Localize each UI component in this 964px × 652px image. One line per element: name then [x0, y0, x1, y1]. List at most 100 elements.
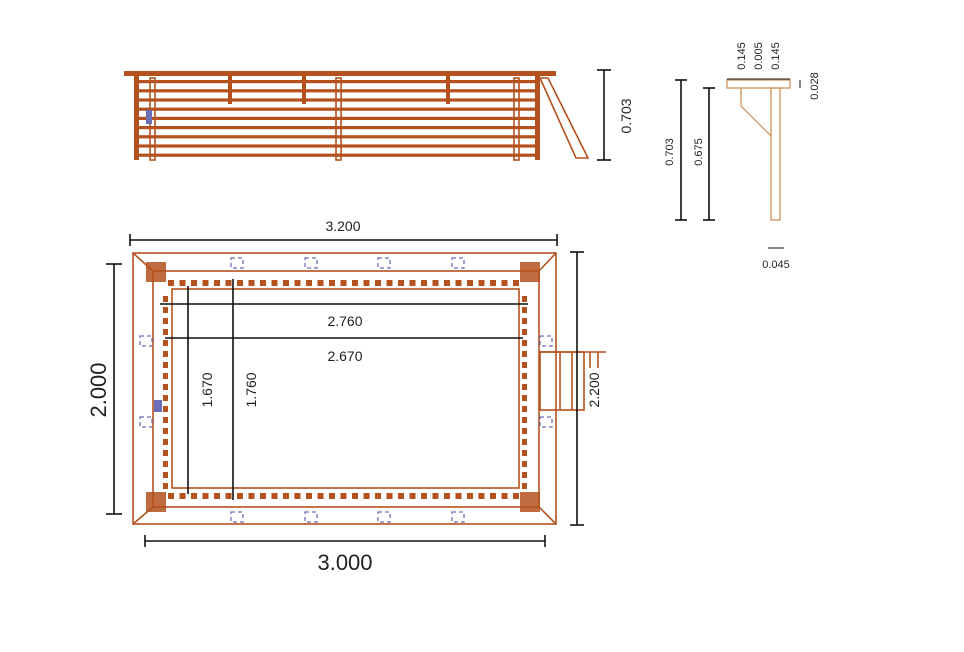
post: [375, 493, 381, 499]
post: [163, 428, 168, 434]
plan-posts: [139, 257, 553, 523]
post: [398, 493, 404, 499]
post: [317, 493, 324, 499]
dimension-inner-length-b: 2.670: [165, 337, 523, 364]
post: [191, 280, 197, 286]
post: [455, 493, 462, 499]
wall-section: 0.703 0.675 0.145 0.005 0.145 0.028 0.04…: [664, 42, 821, 271]
post: [444, 280, 450, 286]
elevation-planks: [136, 76, 538, 157]
post: [294, 493, 301, 499]
svg-text:2.000: 2.000: [86, 362, 111, 417]
hidden-fitting: [539, 416, 553, 428]
post: [163, 395, 168, 401]
upright: [302, 76, 306, 104]
post: [340, 493, 347, 499]
plank: [136, 153, 538, 157]
post: [522, 318, 527, 324]
post: [513, 493, 519, 499]
post: [163, 318, 168, 324]
post: [398, 280, 404, 286]
post: [163, 373, 168, 379]
hidden-fitting: [539, 335, 553, 347]
post: [432, 493, 439, 499]
post: [467, 493, 473, 499]
elevation-coping: [124, 71, 556, 76]
post: [432, 280, 439, 286]
post: [352, 493, 358, 499]
post: [225, 280, 232, 286]
post: [260, 280, 266, 286]
svg-text:2.760: 2.760: [327, 313, 362, 329]
plan-outer-coping: [132, 252, 557, 525]
post: [340, 280, 347, 286]
plank: [136, 144, 538, 148]
post: [163, 406, 168, 412]
section-width-b: 0.005: [753, 42, 765, 70]
dimension-outer-length: 3.200: [129, 218, 558, 246]
svg-text:3.200: 3.200: [325, 218, 360, 234]
corner-post: [520, 492, 540, 512]
post: [375, 280, 381, 286]
elevation-post: [513, 77, 520, 161]
post: [202, 493, 209, 499]
post: [386, 280, 393, 286]
post: [522, 483, 527, 489]
post: [225, 493, 232, 499]
hidden-fitting: [139, 335, 153, 347]
post: [522, 351, 527, 357]
section-coping: [726, 79, 791, 89]
post: [271, 493, 278, 499]
post: [237, 280, 243, 286]
post: [522, 461, 527, 467]
post: [409, 493, 416, 499]
post: [163, 351, 168, 357]
upright: [446, 76, 450, 104]
elevation-right-post: [535, 76, 540, 160]
dimension-inner-width-a: 1.670: [187, 286, 215, 494]
elevation-skimmer: [146, 110, 152, 124]
plank: [136, 80, 538, 84]
post: [522, 373, 527, 379]
post: [191, 493, 197, 499]
post: [237, 493, 243, 499]
post: [179, 280, 186, 286]
hidden-fitting: [377, 257, 391, 269]
post: [363, 280, 370, 286]
upright: [228, 76, 232, 104]
hidden-fitting: [230, 511, 244, 523]
post: [363, 493, 370, 499]
post: [467, 280, 473, 286]
post: [522, 472, 527, 478]
plan-liner: [171, 288, 520, 489]
post: [163, 472, 168, 478]
post: [501, 493, 508, 499]
post: [522, 439, 527, 445]
post: [522, 428, 527, 434]
post: [522, 329, 527, 335]
section-wall: [770, 87, 781, 221]
dimension-frame-width: 2.000: [86, 263, 122, 515]
post: [329, 280, 335, 286]
plank: [136, 89, 538, 93]
post: [522, 340, 527, 346]
hidden-fitting: [304, 257, 318, 269]
post: [294, 280, 301, 286]
post: [409, 280, 416, 286]
svg-text:1.670: 1.670: [199, 372, 215, 407]
section-width-a: 0.145: [736, 42, 748, 70]
post: [163, 362, 168, 368]
post: [478, 280, 485, 286]
post: [306, 493, 312, 499]
post: [421, 280, 427, 286]
plank: [136, 107, 538, 111]
plank: [136, 135, 538, 139]
elevation-ladder: [538, 77, 590, 159]
section-width-c: 0.145: [770, 42, 782, 70]
post: [421, 493, 427, 499]
svg-text:2.670: 2.670: [327, 348, 362, 364]
plank: [136, 98, 538, 102]
post: [260, 493, 266, 499]
post: [214, 493, 220, 499]
